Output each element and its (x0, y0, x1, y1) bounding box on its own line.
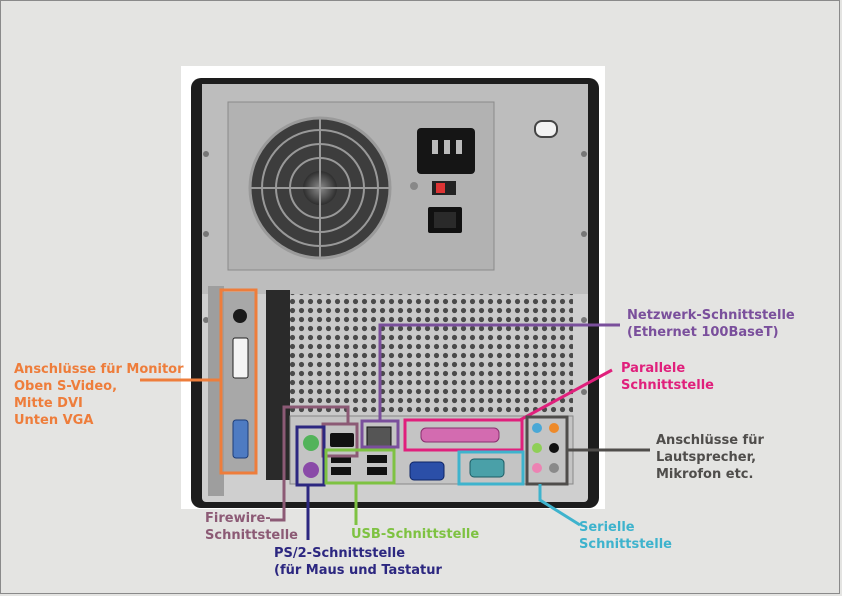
vga-port-graphics (232, 419, 249, 459)
security-slot (534, 120, 558, 138)
serial-port (469, 458, 505, 478)
label-line: Mitte DVI (14, 396, 83, 411)
callout-serial (457, 450, 581, 527)
label-firewire: Firewire- Schnittstelle (205, 510, 298, 544)
vga-port-onboard (409, 461, 445, 481)
label-line: Schnittstelle (205, 528, 298, 543)
label-line: Serielle (579, 520, 635, 535)
callout-ps2 (295, 425, 326, 540)
callout-monitor (140, 288, 258, 475)
ps2-mouse-port (303, 435, 319, 451)
audio-jack (532, 423, 542, 433)
audio-jack (549, 423, 559, 433)
ethernet-port (366, 426, 392, 448)
label-line: Oben S-Video, (14, 379, 118, 394)
usb-port (367, 455, 387, 463)
label-line: USB-Schnittstelle (351, 527, 480, 542)
label-line: Parallele (621, 361, 686, 376)
label-network: Netzwerk-Schnittstelle (Ethernet 100BaseT… (627, 307, 795, 341)
ventilation-grid (288, 294, 573, 418)
label-line: Anschlüsse für Monitor (14, 362, 184, 377)
s-video-port (233, 309, 247, 323)
parallel-port (420, 427, 500, 443)
expansion-slots (208, 286, 290, 496)
label-line: Netzwerk-Schnittstelle (627, 308, 795, 323)
power-supply (227, 101, 558, 271)
ps2-keyboard-port (303, 462, 319, 478)
label-line: PS/2-Schnittstelle (274, 546, 406, 561)
label-ps2: PS/2-Schnittstelle (für Maus und Tastatur (274, 545, 442, 579)
audio-jack (532, 443, 542, 453)
callout-network (360, 323, 620, 449)
label-line: Mikrofon etc. (656, 467, 754, 482)
callout-usb (324, 448, 396, 525)
callout-audio (525, 415, 650, 486)
usb-port (367, 467, 387, 475)
callout-parallel (403, 368, 613, 452)
label-line: Anschlüsse für (656, 433, 764, 448)
firewire-port (330, 433, 354, 447)
usb-port (331, 455, 351, 463)
audio-jack (549, 443, 559, 453)
label-line: Lautsprecher, (656, 450, 757, 465)
label-line: (Ethernet 100BaseT) (627, 325, 779, 340)
dvi-port (232, 337, 249, 379)
label-line: Unten VGA (14, 413, 94, 428)
label-usb: USB-Schnittstelle (351, 526, 479, 543)
audio-jack (549, 463, 559, 473)
label-line: Schnittstelle (579, 537, 672, 552)
audio-jack (532, 463, 542, 473)
label-line: Firewire- (205, 511, 271, 526)
label-line: Schnittstelle (621, 378, 714, 393)
label-line: (für Maus und Tastatur (274, 563, 442, 578)
usb-port (331, 467, 351, 475)
